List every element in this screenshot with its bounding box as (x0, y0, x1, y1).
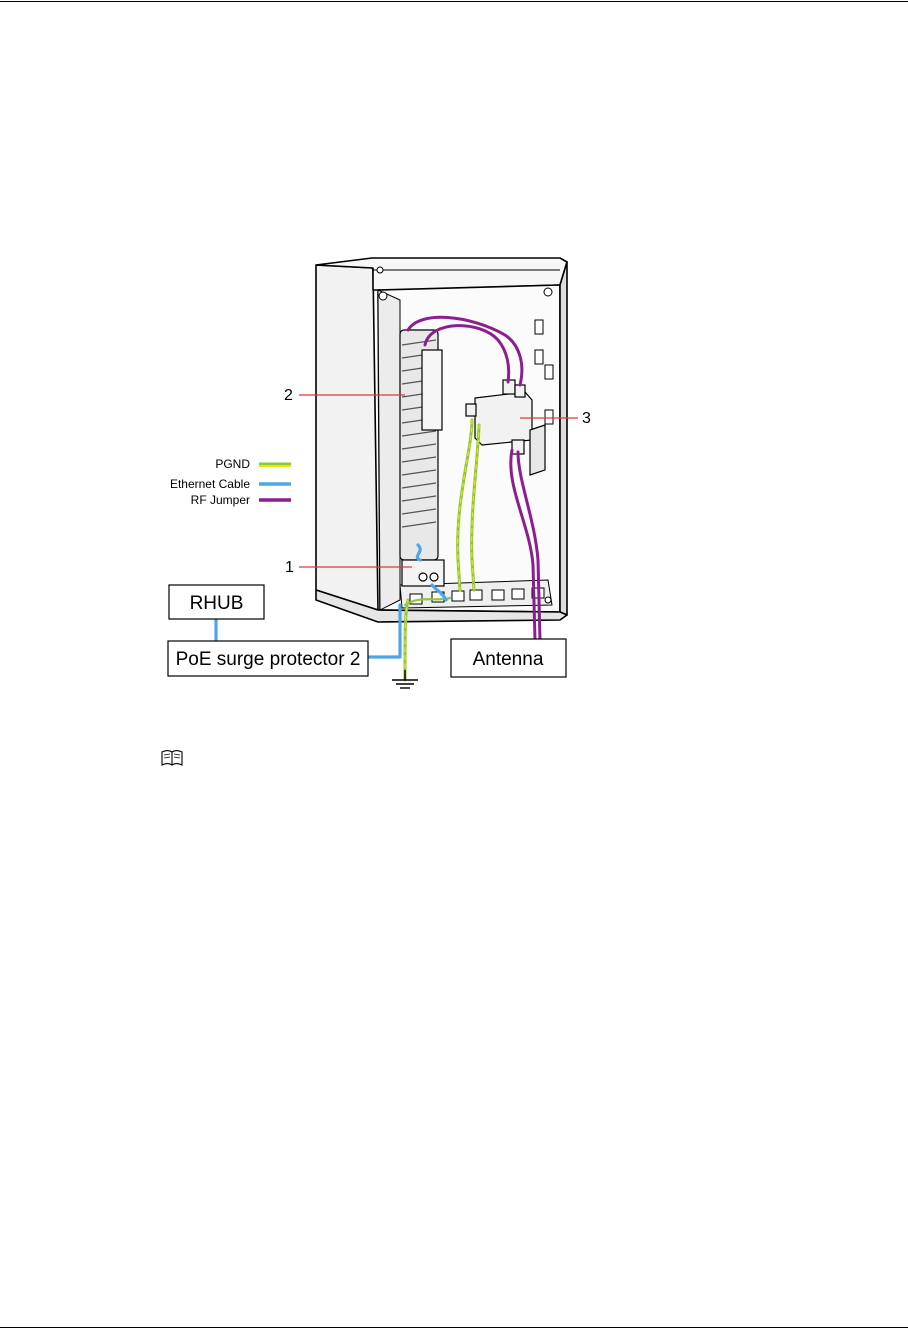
rail-slot (545, 365, 553, 379)
surge-box (402, 560, 444, 586)
screw (379, 292, 387, 300)
surge-box-port (419, 573, 427, 581)
poe-box: PoE surge protector 2 (168, 641, 368, 676)
cabinet-left-panel (316, 265, 378, 610)
legend-label-pgnd: PGND (215, 457, 250, 471)
rhub-label: RHUB (190, 593, 244, 614)
antenna-label: Antenna (473, 649, 544, 670)
splitter-connector (466, 404, 476, 416)
rail-slot (535, 350, 543, 364)
ground-icon (392, 670, 418, 688)
poe-label: PoE surge protector 2 (176, 649, 361, 670)
legend-label-rf: RF Jumper (191, 493, 250, 507)
screw (544, 288, 552, 296)
rail-slot (545, 410, 553, 424)
cabinet-right-edge (560, 262, 567, 615)
legend: PGND Ethernet Cable RF Jumper (170, 457, 291, 507)
screw (545, 597, 551, 603)
radio-bracket (422, 350, 442, 430)
splitter-bracket (530, 425, 545, 475)
surge-box-port (430, 573, 438, 581)
callout-3-number: 3 (582, 410, 591, 427)
callout-2-number: 2 (284, 387, 293, 404)
antenna-box: Antenna (451, 639, 566, 677)
rhub-box: RHUB (169, 585, 264, 619)
rail-slot (535, 320, 543, 334)
legend-label-ethernet: Ethernet Cable (170, 477, 250, 491)
screw (377, 267, 383, 273)
callout-1-number: 1 (285, 559, 294, 576)
cabinet-inner-wall (378, 290, 400, 610)
radio-unit (400, 330, 442, 560)
book-icon (160, 750, 184, 768)
splitter-connector (515, 385, 525, 397)
